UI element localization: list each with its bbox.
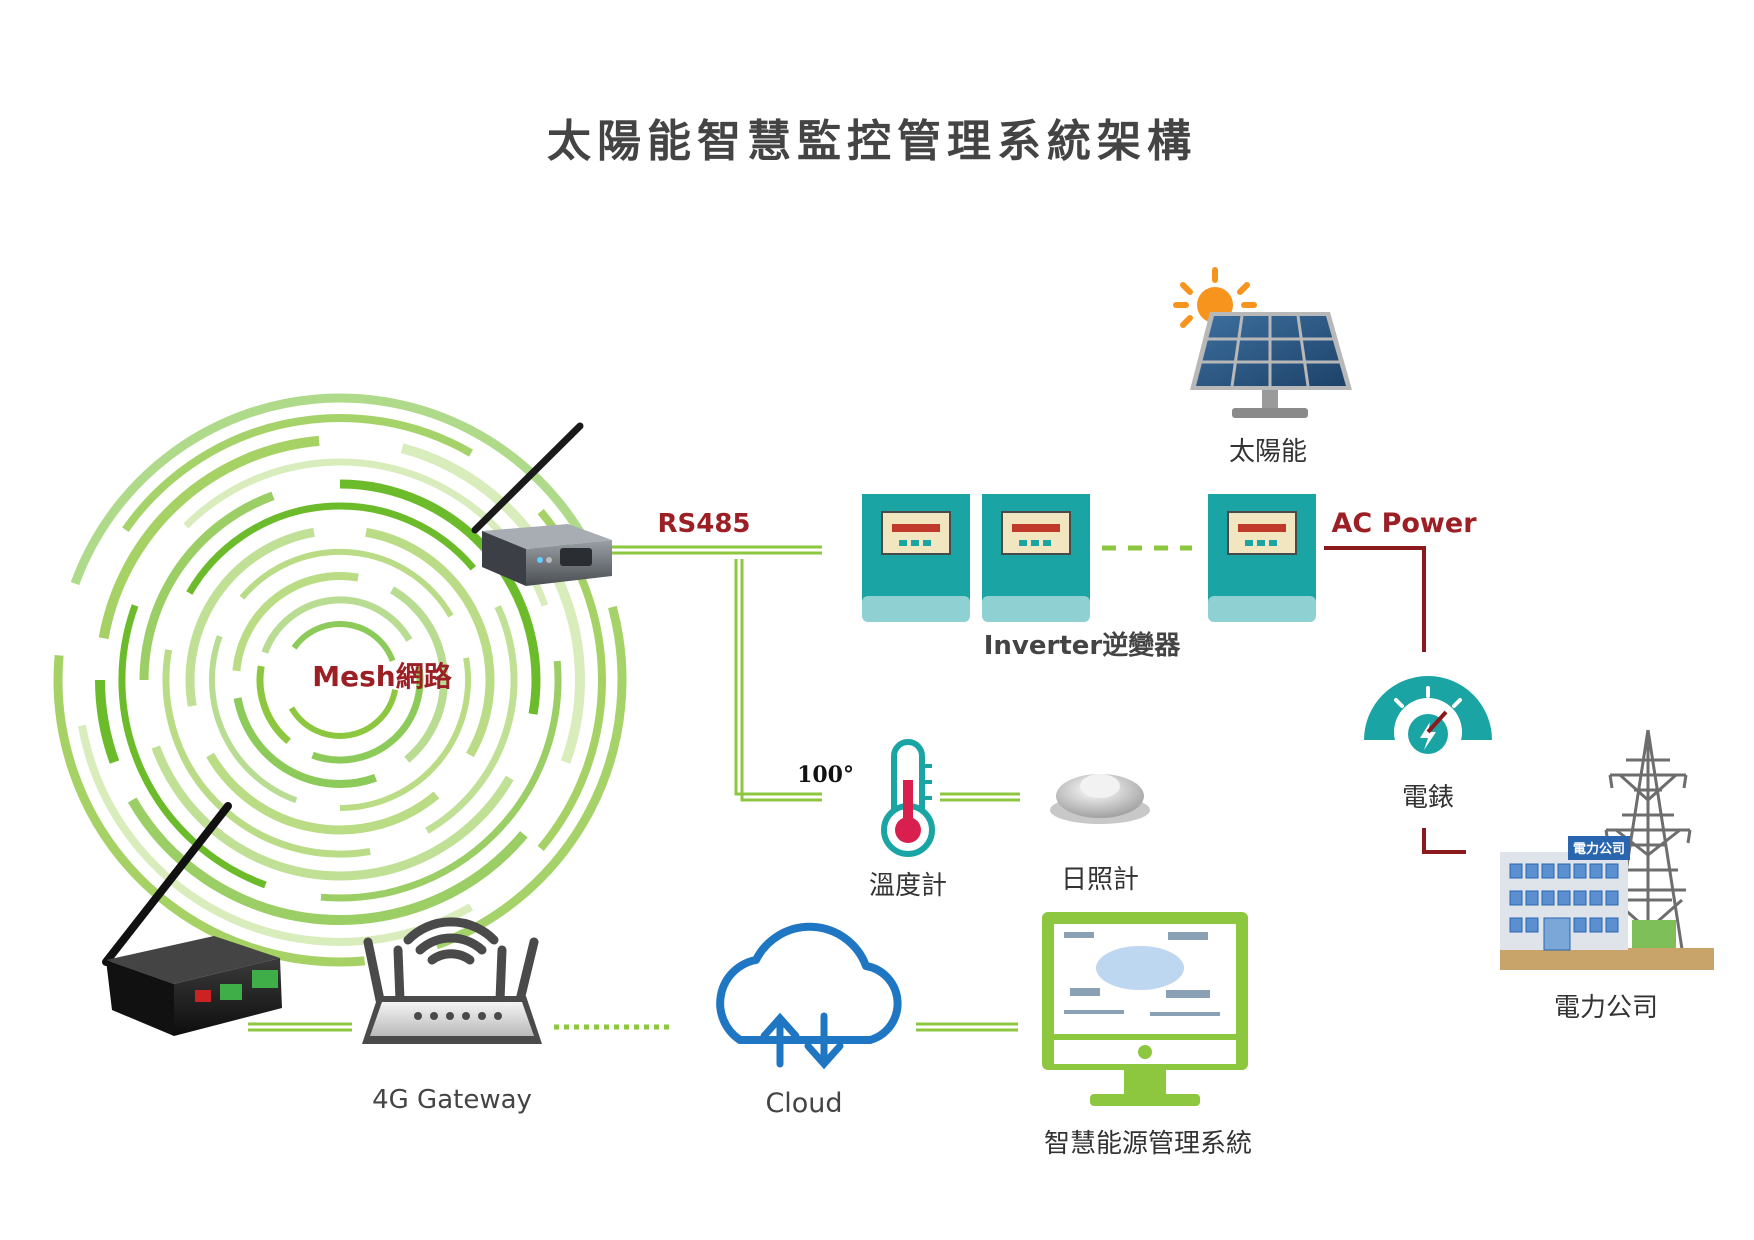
- thermometer-icon: [881, 739, 935, 857]
- power-company-label: 電力公司: [1554, 993, 1658, 1023]
- ac-power-label: AC Power: [1331, 508, 1477, 539]
- building-icon: 電力公司: [1500, 836, 1714, 970]
- thermometer-label: 溫度計: [869, 871, 947, 901]
- meter-label: 電錶: [1402, 783, 1454, 813]
- inverter-icon: [862, 494, 970, 622]
- rs485-label: RS485: [657, 509, 750, 539]
- temperature-value: 100°: [797, 762, 854, 788]
- page-title: 太陽能智慧監控管理系統架構: [547, 116, 1197, 167]
- router-icon: [362, 917, 542, 1044]
- pyranometer-icon: [1050, 774, 1150, 824]
- inverter-label: Inverter逆變器: [984, 630, 1181, 661]
- mesh-network-rings: [53, 393, 627, 967]
- inverter-icon: [1208, 494, 1316, 622]
- monitor-icon: [1042, 912, 1248, 1106]
- pyranometer-label: 日照計: [1061, 865, 1139, 895]
- power-meter-icon: [1364, 676, 1492, 766]
- cloud-label: Cloud: [765, 1088, 842, 1119]
- ems-label: 智慧能源管理系統: [1044, 1129, 1252, 1159]
- gateway-label: 4G Gateway: [372, 1085, 532, 1115]
- mesh-wireless-device: [471, 422, 612, 586]
- black-gateway-device: [102, 802, 282, 1036]
- cloud-icon: [716, 922, 902, 1070]
- inverter-group: [862, 494, 1316, 622]
- inverter-icon: [982, 494, 1090, 622]
- rs485-bus-lines: [248, 545, 1020, 1032]
- ac-power-lines: [1324, 546, 1466, 854]
- solar-label: 太陽能: [1229, 437, 1307, 467]
- solar-panel-icon: [1190, 312, 1352, 418]
- mesh-network-label: Mesh網路: [312, 660, 452, 693]
- building-sign: 電力公司: [1573, 841, 1625, 857]
